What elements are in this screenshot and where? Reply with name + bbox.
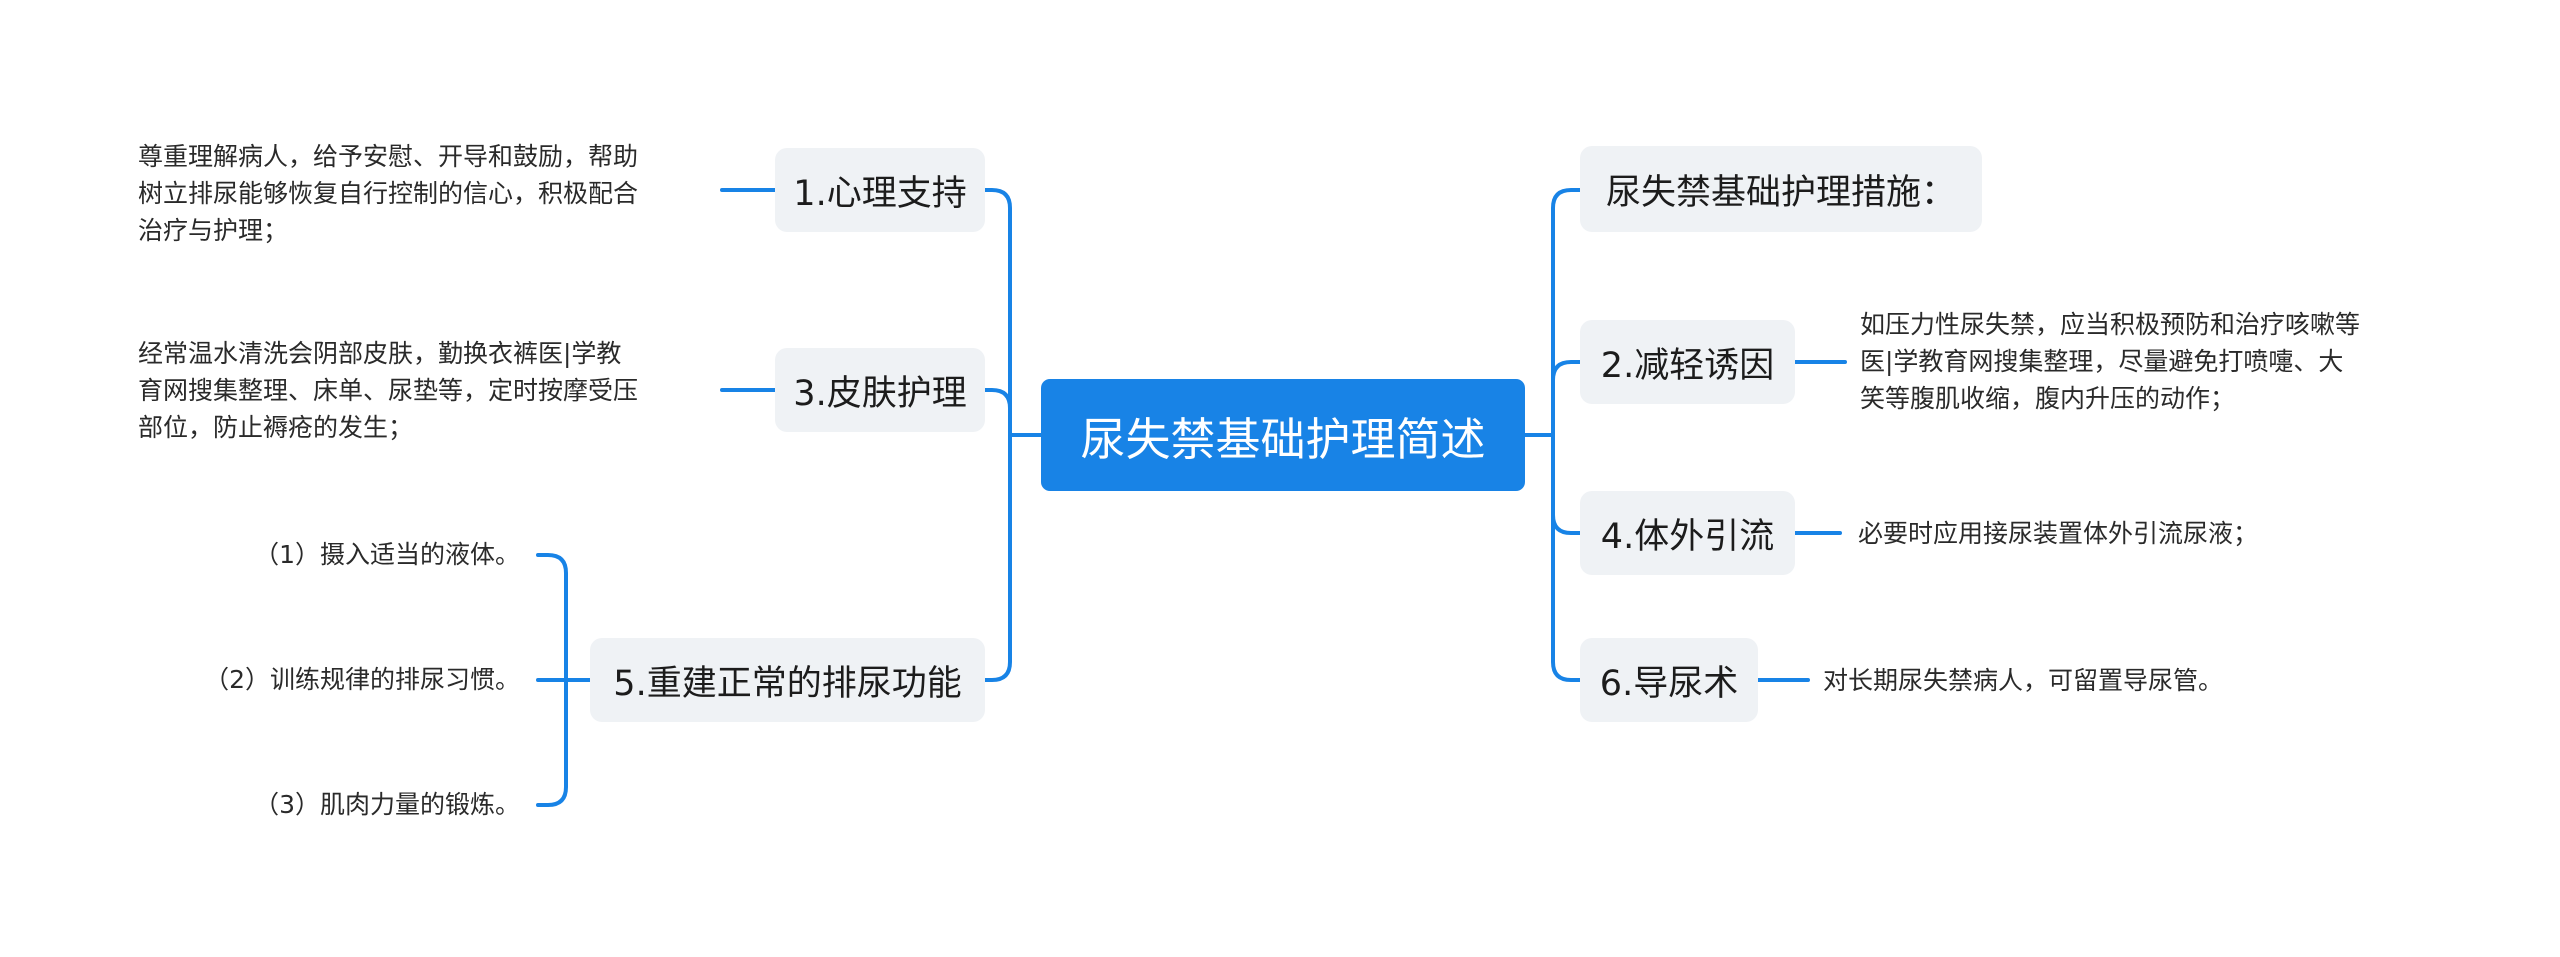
subitem-regular-habits: （2）训练规律的排尿习惯。	[204, 665, 520, 694]
connector-right-trunk-6	[1551, 433, 1582, 682]
topic-psychological-support[interactable]: 1.心理支持	[775, 148, 985, 232]
detail-skin-care: 经常温水清洗会阴部皮肤，勤换衣裤医|学教 育网搜集整理、床单、尿垫等，定时按摩受…	[138, 339, 639, 442]
root-node[interactable]: 尿失禁基础护理简述	[1041, 379, 1525, 491]
connector-right-trunk-2	[1551, 360, 1582, 382]
connector-left-trunk-1	[983, 188, 1012, 437]
topic-reduce-triggers[interactable]: 2.减轻诱因	[1580, 320, 1795, 404]
subitem-fluid-intake: （1）摄入适当的液体。	[254, 540, 520, 569]
connector-topic5-sub1	[536, 553, 568, 682]
connector-right-trunk-4	[1551, 433, 1582, 535]
topic-skin-care[interactable]: 3.皮肤护理	[775, 348, 985, 432]
detail-reduce-triggers: 如压力性尿失禁，应当积极预防和治疗咳嗽等 医|学教育网搜集整理，尽量避免打喷嚏、…	[1860, 310, 2361, 413]
detail-psychological-support: 尊重理解病人，给予安慰、开导和鼓励，帮助 树立排尿能够恢复自行控制的信心，积极配…	[138, 142, 639, 245]
detail-external-drainage: 必要时应用接尿装置体外引流尿液；	[1858, 519, 2259, 548]
connector-right-trunk-top	[1551, 188, 1582, 437]
connector-left-trunk-3	[983, 388, 1012, 409]
subitem-muscle-exercise: （3）肌肉力量的锻炼。	[254, 790, 520, 819]
topic-rebuild-urination[interactable]: 5.重建正常的排尿功能	[590, 638, 985, 722]
connector-left-trunk-5	[983, 433, 1012, 682]
detail-catheterization: 对长期尿失禁病人，可留置导尿管。	[1823, 666, 2224, 695]
topic-catheterization[interactable]: 6.导尿术	[1580, 638, 1758, 722]
connector-topic5-sub3	[536, 678, 568, 807]
topic-external-drainage[interactable]: 4.体外引流	[1580, 491, 1795, 575]
topic-basic-measures[interactable]: 尿失禁基础护理措施：	[1580, 146, 1982, 232]
